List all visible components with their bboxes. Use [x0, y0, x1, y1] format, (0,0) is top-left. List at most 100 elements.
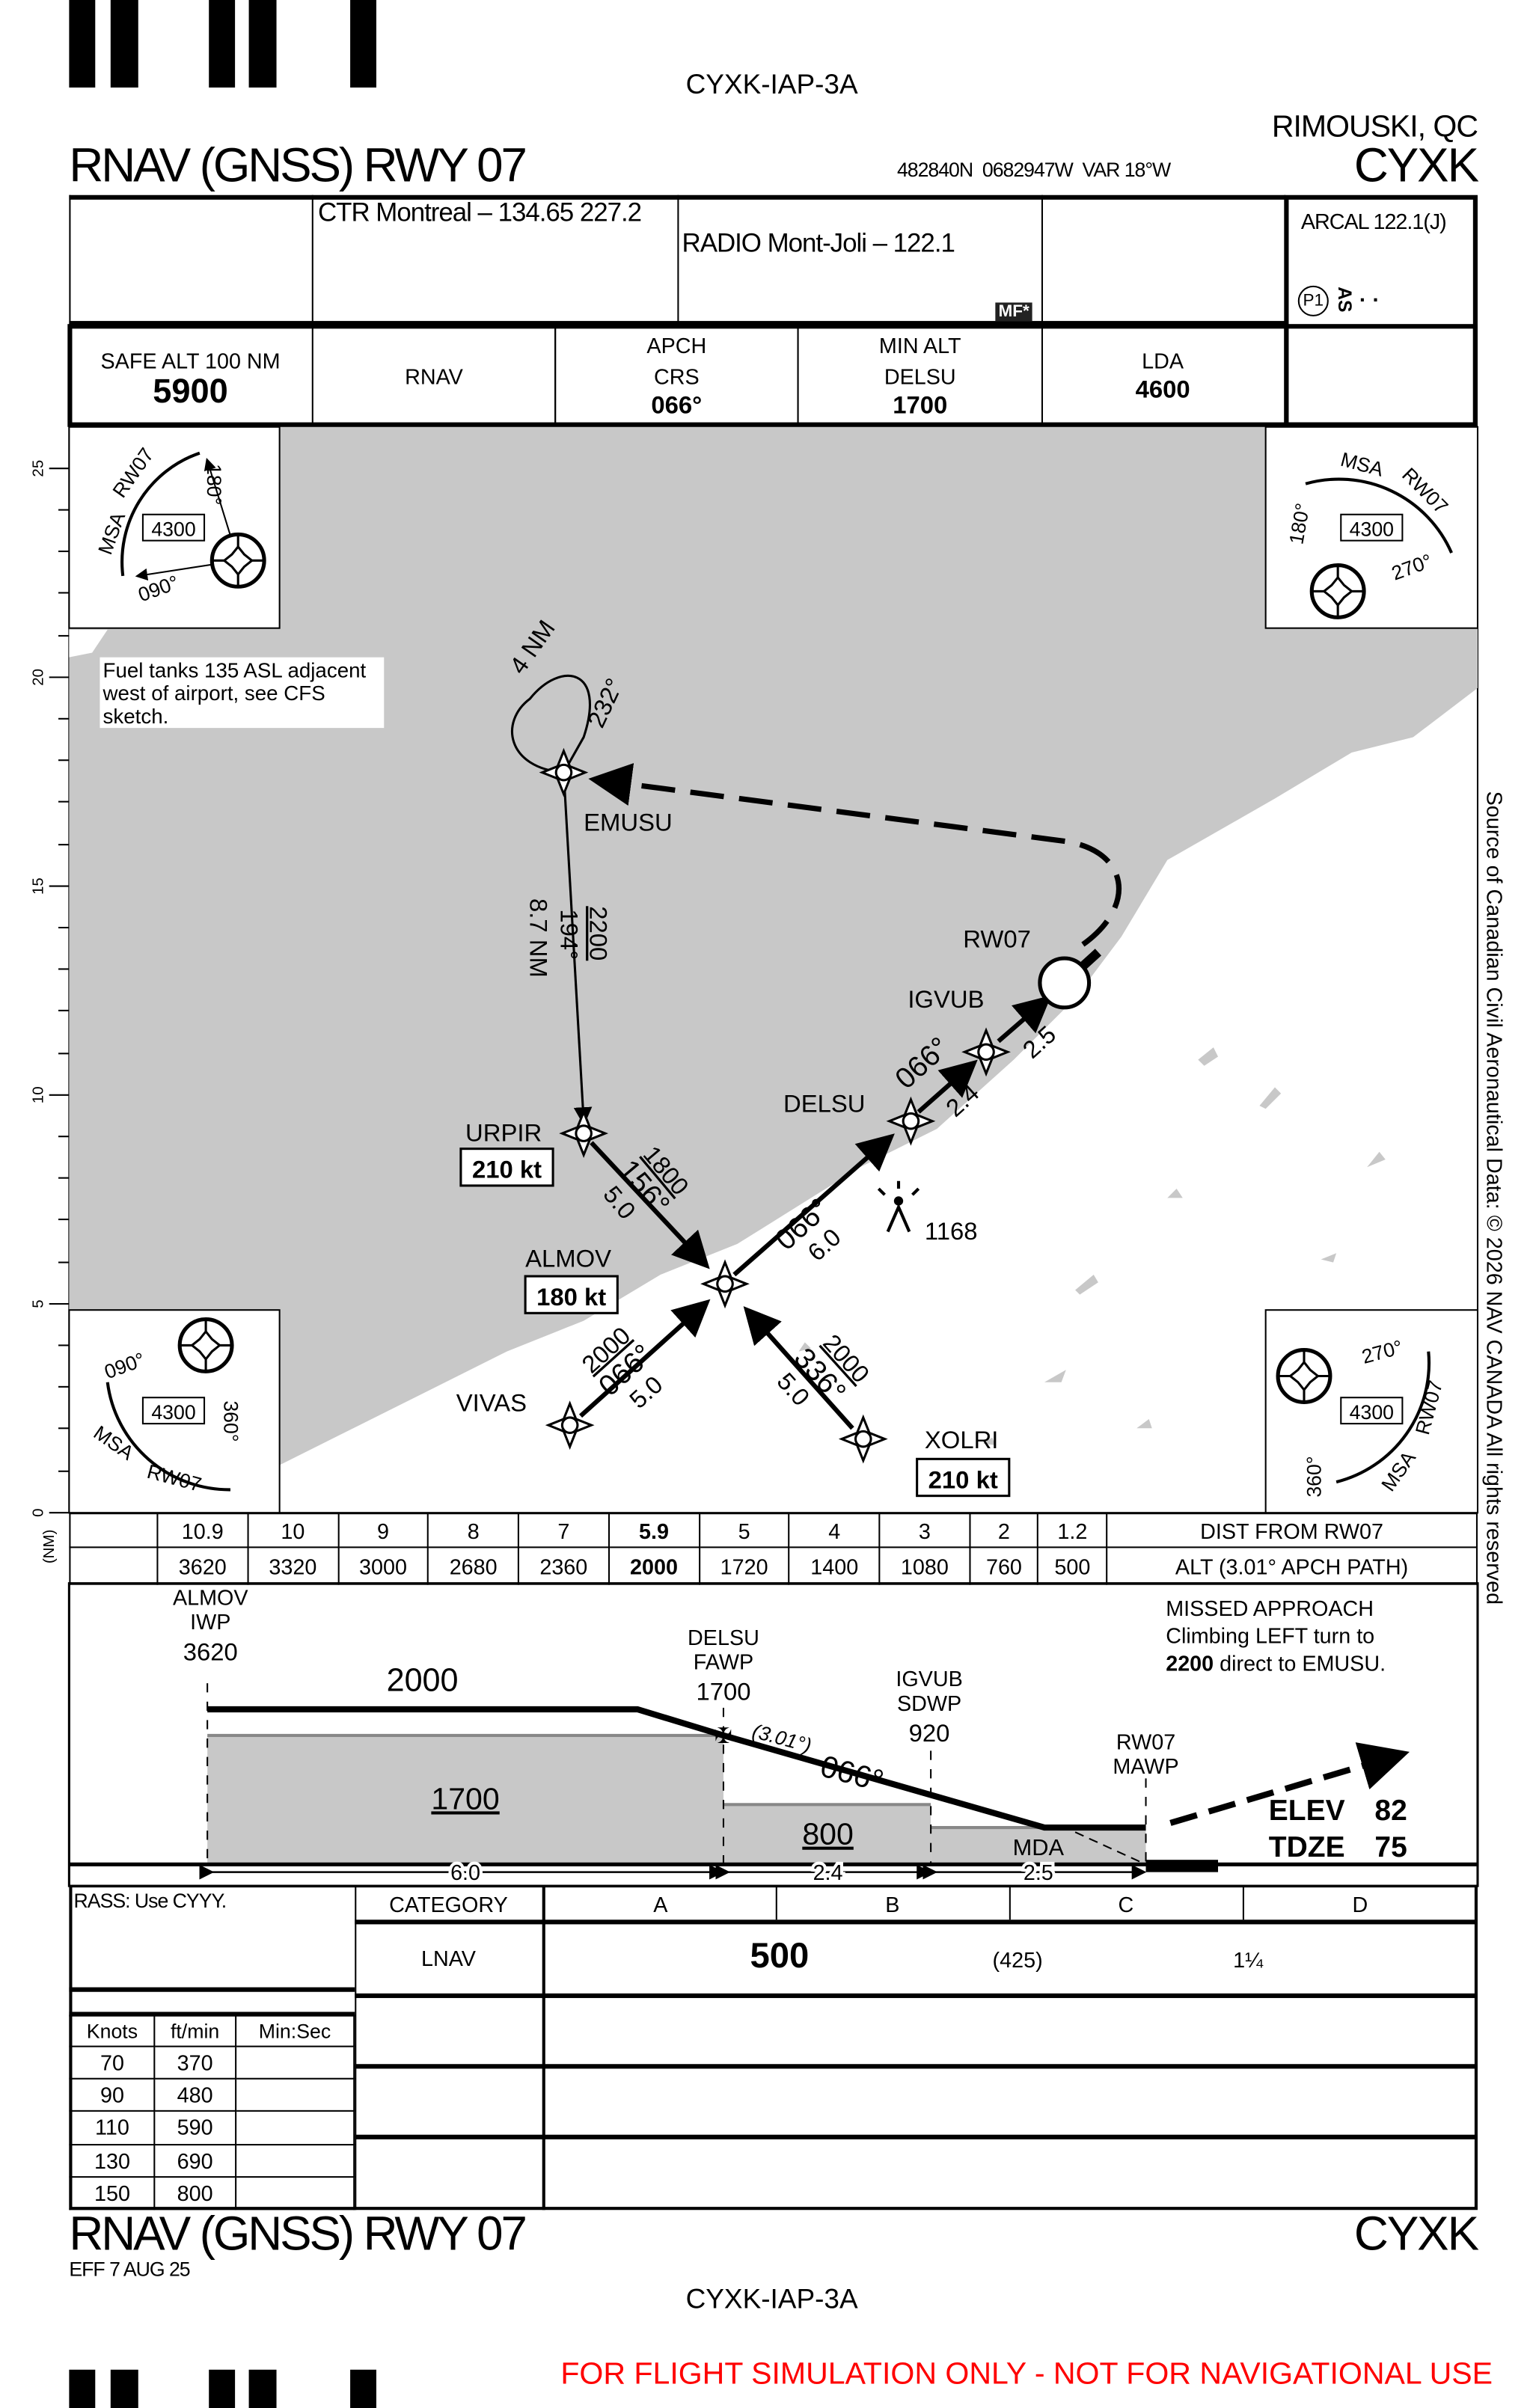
- scale-tick-label: 0: [29, 1508, 46, 1516]
- waypoint-rw07: [1038, 956, 1092, 1010]
- svg-text:RW07: RW07: [1116, 1730, 1175, 1754]
- obstacle-elevation: 1168: [925, 1217, 978, 1245]
- minimum-altitude-1: 1700: [431, 1781, 499, 1816]
- svg-text:360°: 360°: [1303, 1456, 1326, 1498]
- svg-text:920: 920: [909, 1719, 950, 1747]
- lnav-visibility: 1¼: [1233, 1947, 1264, 1973]
- elevation-label: ELEV: [1269, 1795, 1345, 1827]
- missed-approach-instructions: 2200 direct to EMUSU.: [1166, 1652, 1386, 1676]
- svg-text:4300: 4300: [151, 1401, 195, 1424]
- segment-distance: 2.5: [1024, 1861, 1053, 1885]
- category-a: A: [653, 1892, 668, 1917]
- elevation-value: 82: [1374, 1795, 1407, 1827]
- msa-top-left: 4300 MSA RW07 180° 090°: [68, 426, 281, 629]
- scale-tick-label: 25: [29, 460, 46, 477]
- footer-title: RNAV (GNSS) RWY 07: [69, 2207, 527, 2261]
- arcal-box: ARCAL 122.1(J) P1 AS · ·: [1284, 194, 1478, 427]
- descent-path: [207, 1706, 1146, 1831]
- label-emusu: EMUSU: [584, 809, 673, 836]
- mda-label: MDA: [1013, 1834, 1065, 1860]
- svg-text:Fuel tanks 135 ASL adjacent: Fuel tanks 135 ASL adjacent: [103, 658, 367, 681]
- svg-text:FAWP: FAWP: [694, 1651, 753, 1675]
- svg-text:ALMOV: ALMOV: [173, 1586, 248, 1610]
- lnav-mda: 500: [750, 1934, 810, 1976]
- svg-text:3620: 3620: [183, 1637, 238, 1665]
- label-almov: ALMOV: [525, 1245, 611, 1272]
- speed-limit-xolri: 210 kt: [928, 1465, 998, 1493]
- msa-altitude: 4300: [151, 518, 195, 540]
- msa-bottom-left: 4300 MSA RW07 090° 360°: [68, 1309, 281, 1514]
- svg-text:SDWP: SDWP: [897, 1692, 961, 1716]
- airport-coordinates: 482840N 0682947W VAR 18°W: [896, 158, 1171, 182]
- svg-text:Climbing LEFT turn to: Climbing LEFT turn to: [1166, 1625, 1374, 1649]
- svg-text:MAWP: MAWP: [1113, 1755, 1178, 1779]
- tdze-value: 75: [1374, 1831, 1407, 1863]
- obstacle-icon: [877, 1180, 920, 1233]
- chart-id: CYXK-IAP-3A: [685, 69, 858, 100]
- category-header: CATEGORY: [389, 1892, 508, 1917]
- distance-scale: [49, 468, 70, 1514]
- svg-text:360°: 360°: [220, 1400, 242, 1442]
- faf-maltese-cross-icon: ✠: [715, 1724, 732, 1748]
- svg-text:DELSU: DELSU: [688, 1626, 759, 1650]
- category-b: B: [885, 1892, 900, 1917]
- radio-frequency: RADIO Mont-Joli – 122.1: [682, 228, 955, 258]
- label-vivas: VIVAS: [456, 1389, 527, 1417]
- label-delsu: DELSU: [783, 1089, 865, 1117]
- segment-distance: 6.0: [450, 1861, 480, 1885]
- fuel-tank-note: Fuel tanks 135 ASL adjacent west of airp…: [100, 657, 385, 729]
- waypoint-symbols: [541, 750, 1092, 1462]
- minimum-altitude-2: 800: [802, 1817, 854, 1851]
- label-rw07: RW07: [963, 925, 1031, 953]
- city: RIMOUSKI, QC: [1271, 110, 1478, 144]
- scale-tick-label: 10: [29, 1086, 46, 1103]
- svg-text:west of airport, see CFS: west of airport, see CFS: [102, 681, 325, 705]
- briefing-strip: [67, 324, 1478, 427]
- speed-limit-almov: 180 kt: [536, 1283, 606, 1311]
- copyright: Source of Canadian Civil Aeronautical Da…: [1481, 791, 1505, 1605]
- svg-text:194°: 194°: [555, 909, 583, 960]
- final-course: 066°: [817, 1749, 887, 1798]
- lnav-hat: (425): [992, 1947, 1043, 1973]
- lnav-label: LNAV: [420, 1946, 476, 1970]
- scale-tick-label: 15: [29, 877, 46, 895]
- scale-tick-label: 20: [29, 669, 46, 686]
- ctr-frequency: CTR Montreal – 134.65 227.2: [317, 197, 642, 227]
- rass-note: RASS: Use CYYY.: [73, 1889, 227, 1912]
- svg-text:8.7 NM: 8.7 NM: [524, 898, 552, 978]
- procedure-title: RNAV (GNSS) RWY 07: [69, 138, 527, 192]
- level-altitude: 2000: [387, 1662, 459, 1698]
- label-urpir: URPIR: [465, 1118, 542, 1146]
- airport-id: CYXK: [1353, 138, 1479, 192]
- scale-unit: (NM): [40, 1530, 58, 1564]
- effective-date: EFF 7 AUG 25: [69, 2257, 190, 2281]
- land-area: [69, 426, 1478, 1513]
- msa-bottom-right: 4300 MSA RW07 270° 360°: [1264, 1309, 1479, 1514]
- mf-badge: MF*: [995, 302, 1032, 322]
- label-igvub: IGVUB: [908, 985, 984, 1013]
- svg-text:1700: 1700: [696, 1678, 750, 1706]
- segment-distance: 2.4: [813, 1861, 843, 1885]
- svg-text:4300: 4300: [1350, 1401, 1394, 1424]
- svg-text:sketch.: sketch.: [103, 705, 169, 728]
- svg-text:2200: 2200: [584, 906, 612, 961]
- svg-text:4300: 4300: [1350, 518, 1394, 540]
- svg-text:IGVUB: IGVUB: [896, 1667, 962, 1691]
- svg-text:IWP: IWP: [190, 1611, 230, 1635]
- category-d: D: [1352, 1892, 1368, 1917]
- arcal-frequency: ARCAL 122.1(J): [1300, 209, 1447, 234]
- tdze-label: TDZE: [1269, 1831, 1345, 1863]
- footer-airport: CYXK: [1353, 2207, 1479, 2261]
- svg-text:180°: 180°: [203, 464, 225, 505]
- category-c: C: [1118, 1892, 1134, 1917]
- svg-text:MISSED APPROACH: MISSED APPROACH: [1166, 1597, 1374, 1621]
- scale-tick-label: 5: [29, 1299, 46, 1308]
- safe-altitude: SAFE ALT 100 NM 5900: [100, 348, 281, 410]
